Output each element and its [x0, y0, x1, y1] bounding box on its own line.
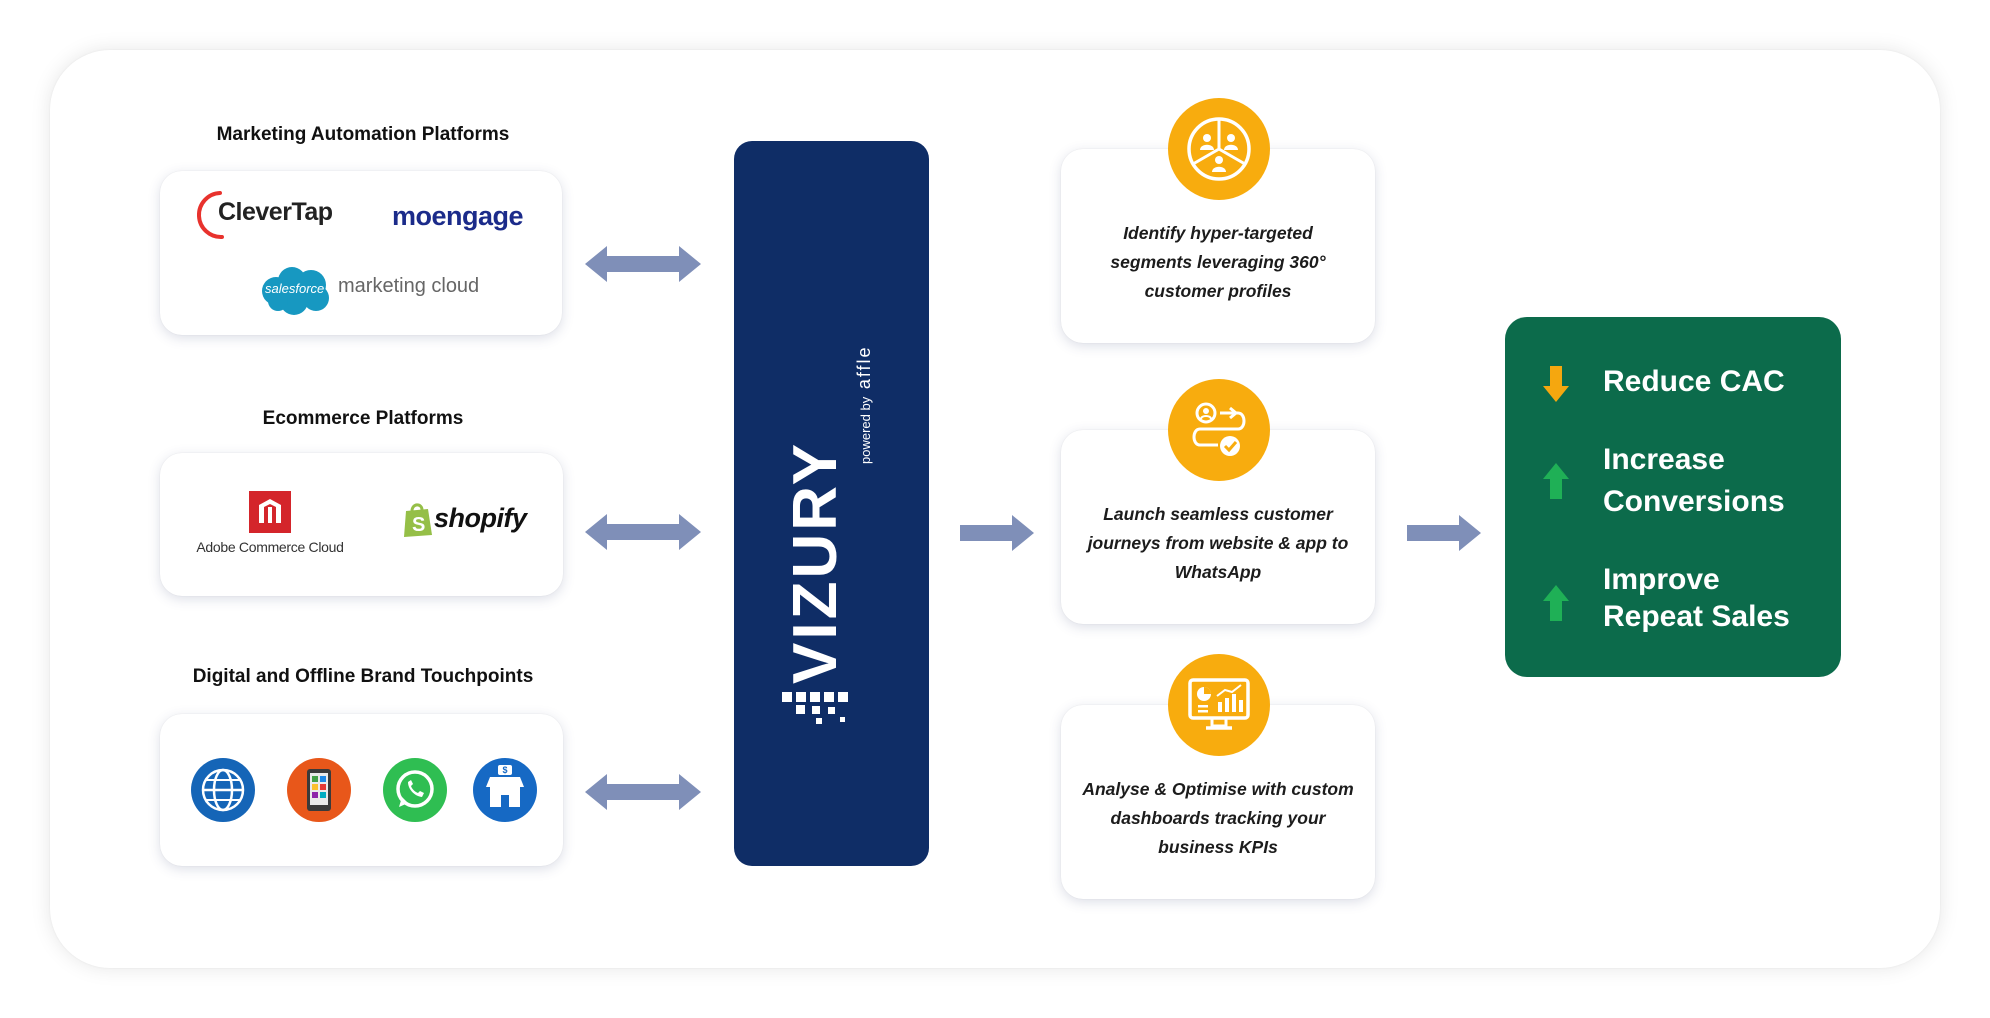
step-text-segments: Identify hyper-targeted segments leverag… — [1110, 223, 1326, 301]
section-title-marketing: Marketing Automation Platforms — [216, 124, 510, 145]
segments-badge — [1168, 98, 1270, 200]
arrow-platform-to-steps — [960, 515, 1034, 551]
salesforce-cloud-icon — [262, 267, 329, 315]
step-text-dashboards: Analyse & Optimise with custom dashboard… — [1082, 779, 1354, 857]
dashboard-badge — [1168, 654, 1270, 756]
adobe-commerce-logo: Adobe Commerce Cloud — [190, 491, 350, 555]
outcome-improve-repeat-sales: Improve Repeat Sales — [1603, 563, 1790, 633]
outcome-increase-conversions: Increase Conversions — [1603, 443, 1785, 518]
bidirectional-arrow-marketing — [585, 246, 701, 282]
clevertap-mark-icon — [197, 191, 224, 240]
whatsapp-icon — [383, 758, 447, 822]
mobile-app-icon — [287, 758, 351, 822]
shopify-bag-icon: S — [404, 503, 432, 537]
bidirectional-arrow-touchpoints — [585, 774, 701, 810]
clevertap-wordmark: CleverTap — [218, 198, 333, 226]
vizury-wordmark: VIZURY — [780, 440, 850, 684]
up-arrow-icon — [1543, 585, 1569, 621]
store-icon: $ — [473, 758, 537, 822]
vizury-pixel-mark-icon — [781, 691, 848, 724]
outcomes-card: Reduce CAC Increase Conversions Improve … — [1505, 317, 1841, 677]
globe-icon — [191, 758, 255, 822]
vizury-logo: VIZURY powered by affle — [772, 294, 892, 724]
bidirectional-arrow-ecommerce — [585, 514, 701, 550]
adobe-commerce-icon — [249, 491, 291, 533]
salesforce-wordmark: salesforce — [265, 281, 325, 296]
marketing-cloud-wordmark: marketing cloud — [338, 275, 480, 297]
touchpoints-card: $ — [160, 714, 563, 866]
outcome-reduce-cac: Reduce CAC — [1603, 365, 1785, 398]
vizury-tagline: powered by affle — [854, 345, 875, 464]
adobe-commerce-wordmark: Adobe Commerce Cloud — [196, 539, 344, 555]
moengage-logo: moengage — [392, 201, 524, 231]
section-title-ecommerce: Ecommerce Platforms — [262, 408, 464, 429]
journey-icon — [1192, 402, 1246, 456]
up-arrow-icon — [1543, 463, 1569, 499]
ecommerce-platforms-card: Adobe Commerce Cloud S shopify — [160, 453, 563, 596]
powered-by-label: powered by — [857, 396, 873, 464]
step-text-journeys: Launch seamless customer journeys from w… — [1087, 504, 1349, 582]
journey-badge — [1168, 379, 1270, 481]
segments-icon — [1187, 117, 1251, 181]
affle-wordmark: affle — [853, 344, 874, 389]
svg-text:$: $ — [502, 765, 507, 775]
section-title-touchpoints: Digital and Offline Brand Touchpoints — [192, 666, 534, 687]
arrow-steps-to-outcomes — [1407, 515, 1481, 551]
shopify-wordmark: shopify — [434, 503, 527, 533]
svg-text:S: S — [412, 514, 425, 536]
down-arrow-icon — [1543, 366, 1569, 402]
vizury-platform-block: VIZURY powered by affle — [734, 141, 929, 866]
dashboard-icon — [1188, 678, 1250, 730]
marketing-platforms-card: CleverTap moengage salesforce marketing … — [160, 171, 562, 335]
